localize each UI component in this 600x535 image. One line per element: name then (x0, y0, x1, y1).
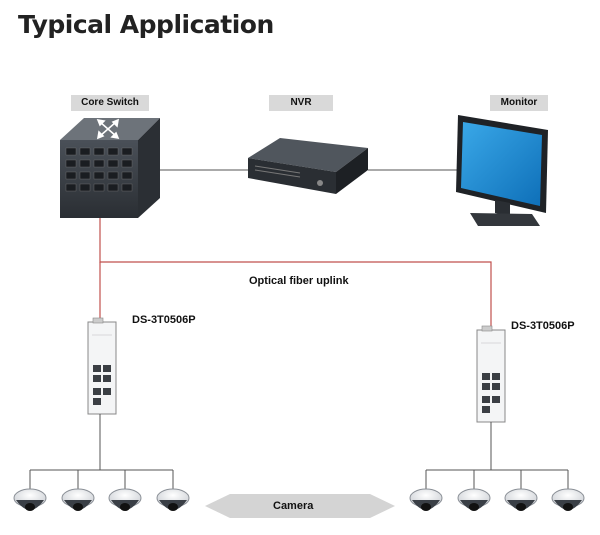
poe-switch-icon-right (476, 325, 506, 423)
fiber-uplink-line (99, 215, 492, 330)
nvr-icon (248, 138, 368, 194)
uplink-label: Optical fiber uplink (249, 275, 349, 287)
dome-camera-icon (13, 488, 47, 512)
dome-camera-icon (108, 488, 142, 512)
nvr-tag: NVR (269, 95, 333, 111)
dome-camera-icon (61, 488, 95, 512)
right-switch-label: DS-3T0506P (511, 320, 575, 332)
camera-bus-left (29, 414, 174, 492)
core-switch-tag: Core Switch (71, 95, 149, 111)
monitor-tag: Monitor (490, 95, 548, 111)
dome-camera-icon (409, 488, 443, 512)
poe-switch-icon-left (87, 317, 117, 415)
camera-bus-right (425, 422, 569, 492)
dome-camera-icon (156, 488, 190, 512)
switch-icon (60, 118, 160, 218)
page-title: Typical Application (18, 10, 274, 39)
left-switch-label: DS-3T0506P (132, 314, 196, 326)
monitor-icon (456, 115, 548, 226)
camera-arrow-icon (205, 494, 395, 518)
dome-camera-icon (457, 488, 491, 512)
camera-label: Camera (273, 500, 314, 512)
dome-camera-icon (551, 488, 585, 512)
dome-camera-icon (504, 488, 538, 512)
